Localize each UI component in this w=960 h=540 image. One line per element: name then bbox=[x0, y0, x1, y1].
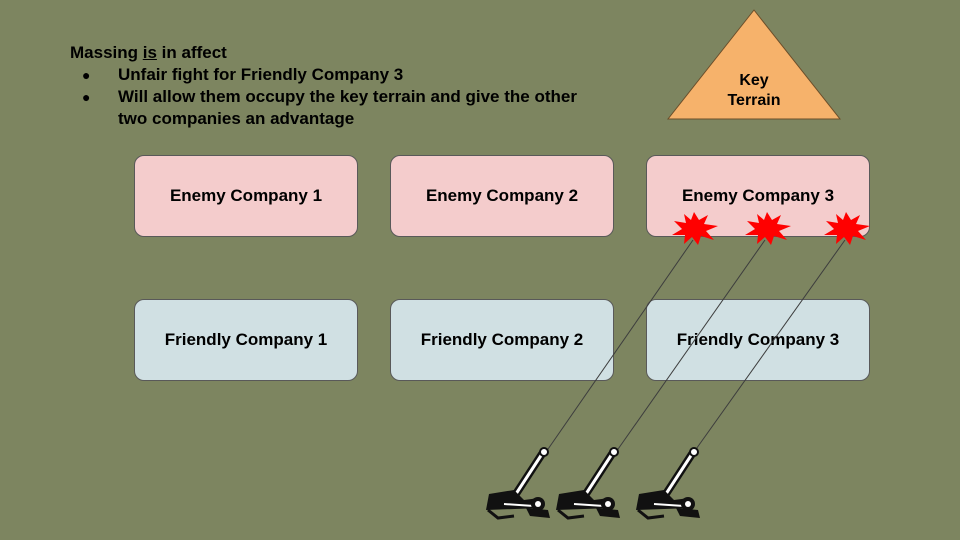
howitzer-icon bbox=[636, 448, 700, 518]
fire-line bbox=[693, 239, 846, 453]
notes-heading: Massing is in affect bbox=[70, 43, 227, 62]
friendly-company-2-box: Friendly Company 2 bbox=[390, 299, 614, 381]
howitzer-icon bbox=[556, 448, 620, 518]
explosion-icon bbox=[824, 212, 870, 245]
fire-line bbox=[615, 239, 766, 453]
explosion-icon bbox=[672, 212, 718, 245]
bullet-dot: ● bbox=[82, 89, 91, 105]
key-terrain-triangle bbox=[666, 9, 842, 120]
howitzer-icon bbox=[486, 448, 550, 518]
enemy-company-1-box: Enemy Company 1 bbox=[134, 155, 358, 237]
notes-heading-emphasis: is bbox=[142, 43, 157, 62]
bullet-dot: ● bbox=[82, 67, 91, 83]
notes-bullet: ●Unfair fight for Friendly Company 3 bbox=[82, 65, 404, 84]
key-terrain-label: Key Terrain bbox=[727, 72, 781, 109]
enemy-company-2-box: Enemy Company 2 bbox=[390, 155, 614, 237]
notes-bullet: ●Will allow them occupy the key terrain … bbox=[82, 87, 577, 128]
friendly-company-3-box: Friendly Company 3 bbox=[646, 299, 870, 381]
fire-lines bbox=[545, 239, 846, 453]
notes-text: Massing is in affect ●Unfair fight for F… bbox=[70, 42, 590, 130]
notes-bullet-list: ●Unfair fight for Friendly Company 3 ●Wi… bbox=[70, 64, 590, 130]
friendly-company-1-box: Friendly Company 1 bbox=[134, 299, 358, 381]
fire-line bbox=[545, 239, 694, 453]
explosion-icon bbox=[745, 212, 791, 245]
